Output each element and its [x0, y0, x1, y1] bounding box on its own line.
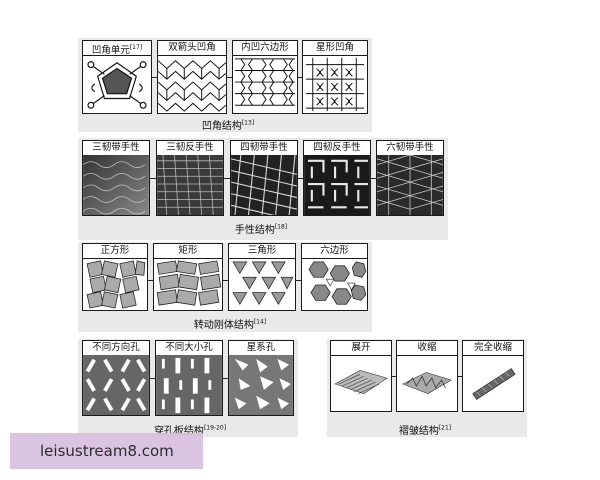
trichiral-figure [83, 155, 149, 215]
connector-line [371, 178, 376, 179]
oriented-holes-figure [83, 355, 149, 415]
chiral-caption: 手性结构[18] [234, 223, 288, 236]
rotating-hexagon-panel: 六边形 [301, 243, 368, 311]
reentrant-caption: 凹角结构[13] [201, 119, 255, 132]
reentrant-hexagon-figure [233, 55, 297, 113]
rotating-hexagons-figure [302, 258, 367, 310]
connector-line [148, 280, 153, 281]
rotating-triangles-figure [229, 258, 295, 310]
panel-label: 三韧反手性 [157, 141, 223, 156]
panel-label: 六边形 [302, 244, 367, 259]
panel-label: 三韧带手性 [83, 141, 149, 156]
chiral-panel-3: 四韧带手性 [230, 140, 298, 216]
panel-label: 凹角单元[17] [83, 41, 151, 56]
double-arrowhead-figure [158, 55, 226, 113]
folded-sheet-figure [463, 355, 523, 411]
connector-line [298, 77, 302, 78]
origami-caption: 褶皱结构[21] [398, 424, 452, 437]
panel-label: 星系孔 [229, 341, 293, 356]
panel-label: 内凹六边形 [233, 41, 297, 56]
tetrachiral-figure [231, 155, 297, 215]
chiral-panel-1: 三韧带手性 [82, 140, 150, 216]
panel-label: 不同方向孔 [83, 341, 149, 356]
rotating-caption: 转动刚体结构[14] [193, 318, 267, 331]
unfolded-sheet-figure [331, 355, 391, 411]
origami-folded-panel: 完全收缩 [462, 340, 524, 412]
panel-label: 星形凹角 [303, 41, 367, 56]
watermark-text: leisustream8.com [40, 442, 174, 460]
reentrant-unit-figure [83, 55, 151, 113]
chiral-panel-2: 三韧反手性 [156, 140, 224, 216]
panel-label: 完全收缩 [463, 341, 523, 356]
perforated-orientation-panel: 不同方向孔 [82, 340, 150, 416]
star-reentrant-figure [303, 55, 367, 113]
connector-line [227, 77, 232, 78]
rotating-triangle-panel: 三角形 [228, 243, 296, 311]
sized-holes-figure [156, 355, 222, 415]
origami-unfolded-panel: 展开 [330, 340, 392, 412]
panel-label: 四韧反手性 [304, 141, 370, 156]
rotating-squares-figure [83, 258, 147, 310]
panel-label: 六韧带手性 [377, 141, 443, 156]
anti-tetrachiral-figure [304, 155, 370, 215]
watermark-banner: leisustream8.com [10, 433, 203, 469]
panel-label: 双箭头凹角 [158, 41, 226, 56]
hexachiral-figure [377, 155, 443, 215]
connector-line [150, 178, 156, 179]
panel-label: 矩形 [154, 244, 222, 259]
reentrant-hexagon-panel: 内凹六边形 [232, 40, 298, 114]
connector-line [296, 280, 301, 281]
connector-line [152, 77, 157, 78]
anti-trichiral-figure [157, 155, 223, 215]
connector-line [298, 178, 303, 179]
star-holes-figure [229, 355, 293, 415]
perforated-caption: 穿孔板结构[19-20] [153, 424, 227, 437]
rotating-rectangles-figure [154, 258, 222, 310]
connector-line [392, 376, 396, 377]
connector-line [458, 376, 462, 377]
double-arrowhead-panel: 双箭头凹角 [157, 40, 227, 114]
panel-label: 正方形 [83, 244, 147, 259]
perforated-size-panel: 不同大小孔 [155, 340, 223, 416]
panel-label: 三角形 [229, 244, 295, 259]
star-reentrant-panel: 星形凹角 [302, 40, 368, 114]
panel-label: 不同大小孔 [156, 341, 222, 356]
panel-label: 四韧带手性 [231, 141, 297, 156]
folding-sheet-figure [397, 355, 457, 411]
chiral-panel-5: 六韧带手性 [376, 140, 444, 216]
connector-line [224, 178, 230, 179]
rotating-square-panel: 正方形 [82, 243, 148, 311]
perforated-star-panel: 星系孔 [228, 340, 294, 416]
chiral-panel-4: 四韧反手性 [303, 140, 371, 216]
reentrant-unit-panel: 凹角单元[17] [82, 40, 152, 114]
origami-folding-panel: 收缩 [396, 340, 458, 412]
connector-line [223, 280, 228, 281]
panel-label: 展开 [331, 341, 391, 356]
connector-line [150, 378, 155, 379]
panel-label: 收缩 [397, 341, 457, 356]
connector-line [223, 378, 228, 379]
rotating-rectangle-panel: 矩形 [153, 243, 223, 311]
